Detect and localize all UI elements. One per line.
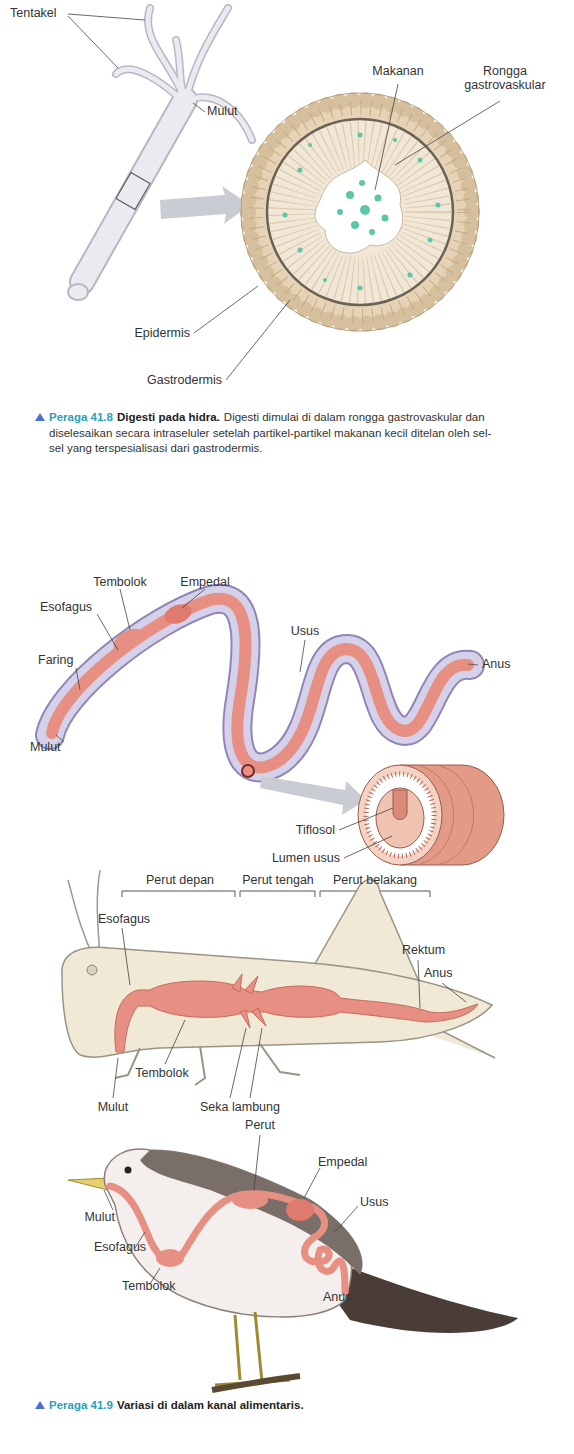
part-label: Perut: [245, 1118, 275, 1132]
part-label: Usus: [291, 624, 319, 638]
caption-heading: Variasi di dalam kanal alimentaris.: [117, 1399, 304, 1411]
part-label: Anus: [482, 657, 511, 671]
part-label: Perut tengah: [242, 873, 314, 887]
part-label: Usus: [360, 1195, 388, 1209]
part-label: Tembolok: [122, 1279, 176, 1293]
part-label: Anus: [323, 1290, 352, 1304]
part-label: Mulut: [98, 1100, 129, 1114]
part-label: Tentakel: [10, 6, 57, 20]
part-label: Perut depan: [146, 873, 214, 887]
caption-heading: Digesti pada hidra.: [117, 411, 220, 423]
part-label: Makanan: [372, 64, 423, 78]
part-label: Esofagus: [94, 1240, 146, 1254]
figure-caption: Peraga 41.8 Digesti pada hidra.Digesti di…: [49, 410, 499, 457]
part-label: Gastrodermis: [147, 373, 222, 387]
part-label: Empedal: [318, 1155, 367, 1169]
part-label: Tiflosol: [296, 823, 335, 837]
part-label: Esofagus: [98, 912, 150, 926]
figure-number: Peraga 41.9: [49, 1399, 113, 1411]
part-label: Faring: [38, 653, 73, 667]
part-label: Rektum: [402, 943, 445, 957]
part-label: Rongga gastrovaskular: [455, 64, 555, 93]
part-label: Epidermis: [134, 326, 190, 340]
part-label: Tembolok: [135, 1066, 189, 1080]
part-label: Lumen usus: [272, 851, 340, 865]
part-label: Seka lambung: [200, 1100, 280, 1114]
figure-caption: Peraga 41.9 Variasi di dalam kanal alimen…: [49, 1398, 499, 1414]
part-label: Mulut: [30, 740, 61, 754]
part-label: Empedal: [180, 575, 229, 589]
figure-number: Peraga 41.8: [49, 411, 113, 423]
part-label: Tembolok: [93, 575, 147, 589]
part-label: Perut belakang: [333, 873, 417, 887]
part-label: Anus: [424, 966, 453, 980]
part-label: Esofagus: [40, 600, 92, 614]
caption-text: Digesti dimulai di dalam rongga gastrova…: [49, 411, 491, 454]
part-label: Mulut: [207, 104, 238, 118]
part-label: Mulut: [84, 1210, 115, 1224]
